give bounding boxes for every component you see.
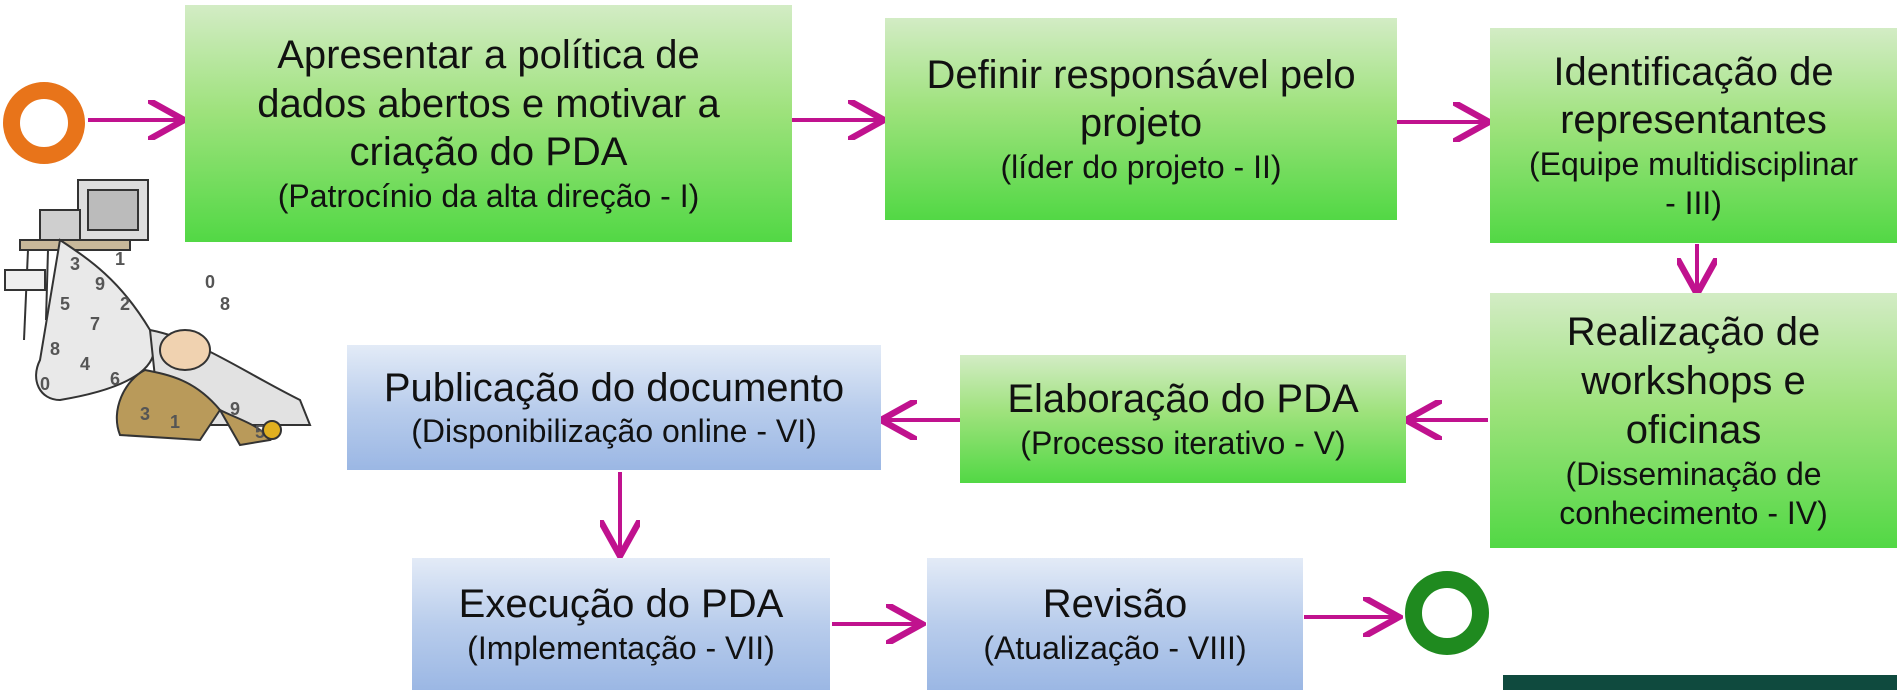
step-title: Revisão (1042, 582, 1188, 627)
step-box-8: Revisão (Atualização - VIII) (927, 558, 1303, 690)
step-subtitle: (Implementação - VII) (467, 629, 775, 666)
step-box-5: Elaboração do PDA (Processo iterativo - … (960, 355, 1406, 483)
step-title: Elaboração do PDA (1007, 377, 1359, 422)
step-box-3: Identificação de representantes (Equipe … (1490, 28, 1897, 243)
svg-text:3: 3 (70, 254, 80, 274)
svg-text:0: 0 (40, 374, 50, 394)
step-box-1: Apresentar a política de dados abertos e… (185, 5, 792, 242)
step-subtitle: (líder do projeto - II) (1000, 149, 1282, 186)
end-circle-icon (1405, 571, 1489, 655)
step-box-2: Definir responsável pelo projeto (líder … (885, 18, 1397, 220)
step-subtitle: (Disseminação de conhecimento - IV) (1559, 455, 1828, 531)
step-title: Identificação de representantes (1553, 49, 1834, 143)
svg-text:8: 8 (220, 294, 230, 314)
corner-band (1503, 675, 1897, 690)
step-title: Definir responsável pelo projeto (926, 52, 1356, 146)
svg-text:2: 2 (120, 294, 130, 314)
step-title: Apresentar a política de dados abertos e… (257, 32, 720, 175)
svg-text:1: 1 (115, 249, 125, 269)
step-subtitle: (Disponibilização online - VI) (411, 413, 817, 450)
svg-text:7: 7 (90, 314, 100, 334)
step-subtitle: (Atualização - VIII) (983, 629, 1247, 666)
step-subtitle: (Patrocínio da alta direção - I) (277, 178, 700, 215)
step-subtitle: (Equipe multidisciplinar - III) (1528, 146, 1859, 222)
svg-text:5: 5 (60, 294, 70, 314)
svg-text:6: 6 (110, 369, 120, 389)
svg-text:5: 5 (255, 422, 265, 442)
svg-text:9: 9 (230, 399, 240, 419)
svg-text:4: 4 (80, 354, 90, 374)
step-box-7: Execução do PDA (Implementação - VII) (412, 558, 830, 690)
step-title: Realização de workshops e oficinas (1566, 310, 1821, 452)
svg-text:0: 0 (205, 272, 215, 292)
step-title: Execução do PDA (458, 582, 784, 627)
start-circle-icon (3, 82, 85, 164)
step-box-6: Publicação do documento (Disponibilizaçã… (347, 345, 881, 470)
svg-text:9: 9 (95, 274, 105, 294)
step-box-4: Realização de workshops e oficinas (Diss… (1490, 293, 1897, 548)
step-title: Publicação do documento (383, 365, 845, 410)
svg-text:8: 8 (50, 339, 60, 359)
step-subtitle: (Processo iterativo - V) (1020, 424, 1346, 461)
svg-text:3: 3 (140, 404, 150, 424)
svg-text:1: 1 (170, 412, 180, 432)
